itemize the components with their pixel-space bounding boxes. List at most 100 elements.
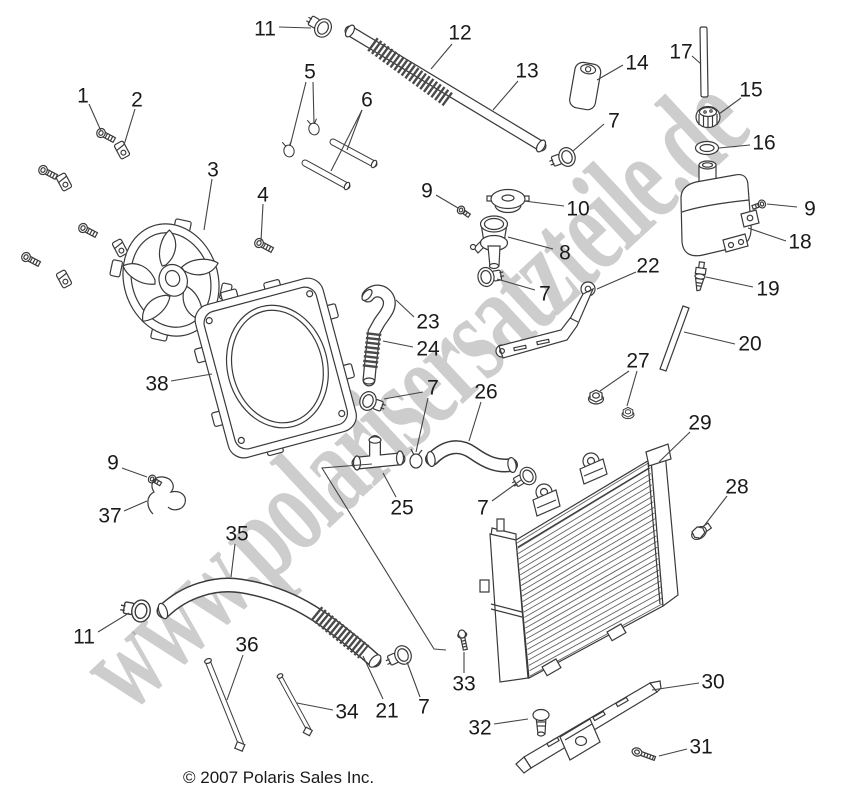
drain-tube: [204, 657, 246, 752]
callout-21: 21: [375, 700, 398, 723]
callout-13: 13: [515, 60, 538, 83]
leader-line: [493, 718, 529, 725]
leader-line: [596, 271, 637, 290]
hose-clamp: [382, 642, 415, 672]
mounting-bolt: [19, 250, 43, 269]
callout-7: 7: [427, 377, 439, 400]
rubber-boot: [569, 61, 602, 111]
wire-clip: [147, 476, 186, 515]
callout-9: 9: [107, 452, 119, 475]
leader-line: [382, 472, 397, 498]
clip-nut: [55, 171, 73, 193]
callout-7: 7: [418, 696, 430, 719]
callout-9: 9: [421, 180, 433, 203]
leader-line: [383, 391, 424, 400]
callout-29: 29: [688, 412, 711, 435]
leader-line: [705, 276, 754, 288]
callout-35: 35: [225, 523, 248, 546]
leader-line: [703, 495, 728, 527]
radiator: [479, 443, 679, 683]
fan-bolt: [252, 236, 276, 255]
screw: [146, 473, 164, 489]
fan-shroud: [194, 277, 357, 459]
inlet-tube: [344, 24, 547, 153]
callout-8: 8: [559, 242, 571, 265]
callout-7: 7: [608, 110, 620, 133]
callout-32: 32: [468, 717, 491, 740]
leader-line: [718, 97, 742, 115]
t-fitting-hose: [351, 435, 406, 471]
callout-2: 2: [131, 89, 143, 112]
rubber-plug: [532, 708, 550, 737]
screw: [457, 629, 468, 651]
leader-line: [203, 178, 213, 231]
leader-line: [260, 203, 264, 242]
leader-line: [492, 80, 519, 111]
leader-line: [88, 103, 102, 132]
callout-11: 11: [254, 18, 276, 41]
callout-7: 7: [477, 497, 489, 520]
leader-line: [415, 397, 429, 453]
leader-line: [226, 654, 244, 701]
mounting-bolt: [94, 126, 118, 145]
leader-line: [296, 702, 334, 711]
long-leader-line: [321, 463, 447, 651]
leader-line: [766, 203, 798, 208]
callout-23: 23: [416, 311, 439, 334]
overflow-tube: [699, 26, 709, 98]
barb-fitting: [694, 261, 707, 292]
leader-line: [312, 81, 315, 125]
callout-18: 18: [788, 231, 811, 254]
leader-line: [491, 479, 522, 502]
callout-30: 30: [701, 671, 724, 694]
callout-37: 37: [98, 505, 121, 528]
leader-line: [599, 370, 630, 392]
leader-line: [718, 144, 751, 149]
copyright-text: © 2007 Polaris Sales Inc.: [183, 768, 375, 787]
hose-clamp: [356, 388, 389, 417]
leader-line: [747, 227, 787, 242]
leader-line: [289, 81, 307, 147]
callout-26: 26: [474, 381, 497, 404]
leader-line: [406, 661, 421, 698]
mount-bracket: [515, 680, 662, 774]
clip-nut: [55, 268, 73, 290]
callout-5: 5: [304, 61, 316, 84]
upper-radiator-hose: [425, 440, 518, 474]
callout-16: 16: [752, 132, 775, 155]
leader-line: [395, 299, 415, 318]
callout-3: 3: [207, 159, 219, 182]
screw: [750, 198, 768, 212]
callout-36: 36: [235, 634, 258, 657]
hose-clamp: [302, 10, 336, 41]
leader-line: [468, 401, 482, 442]
mounting-bolt: [36, 163, 60, 182]
callout-31: 31: [689, 736, 712, 759]
leader-line: [435, 194, 459, 209]
screw: [631, 747, 657, 762]
leader-line: [651, 682, 700, 691]
callout-11: 11: [73, 626, 95, 649]
callout-22: 22: [636, 255, 659, 278]
leader-line: [121, 467, 148, 478]
screw: [455, 204, 473, 220]
callout-27: 27: [626, 350, 649, 373]
clip-nut: [113, 139, 131, 161]
leader-line: [496, 278, 536, 291]
leader-line: [691, 55, 702, 65]
leader-line: [658, 431, 691, 463]
leader-line: [346, 109, 363, 151]
callout-1: 1: [77, 85, 89, 108]
reservoir-cap: [695, 105, 721, 129]
leader-line: [626, 370, 638, 407]
leader-line: [97, 612, 130, 633]
callout-4: 4: [257, 184, 269, 207]
callout-15: 15: [739, 79, 762, 102]
drain-tube: [276, 673, 314, 737]
lower-radiator-hose: [156, 577, 382, 668]
vent-tube: [659, 305, 690, 372]
leader-line: [278, 26, 312, 29]
leader-line: [230, 543, 236, 578]
leader-line: [330, 109, 363, 172]
